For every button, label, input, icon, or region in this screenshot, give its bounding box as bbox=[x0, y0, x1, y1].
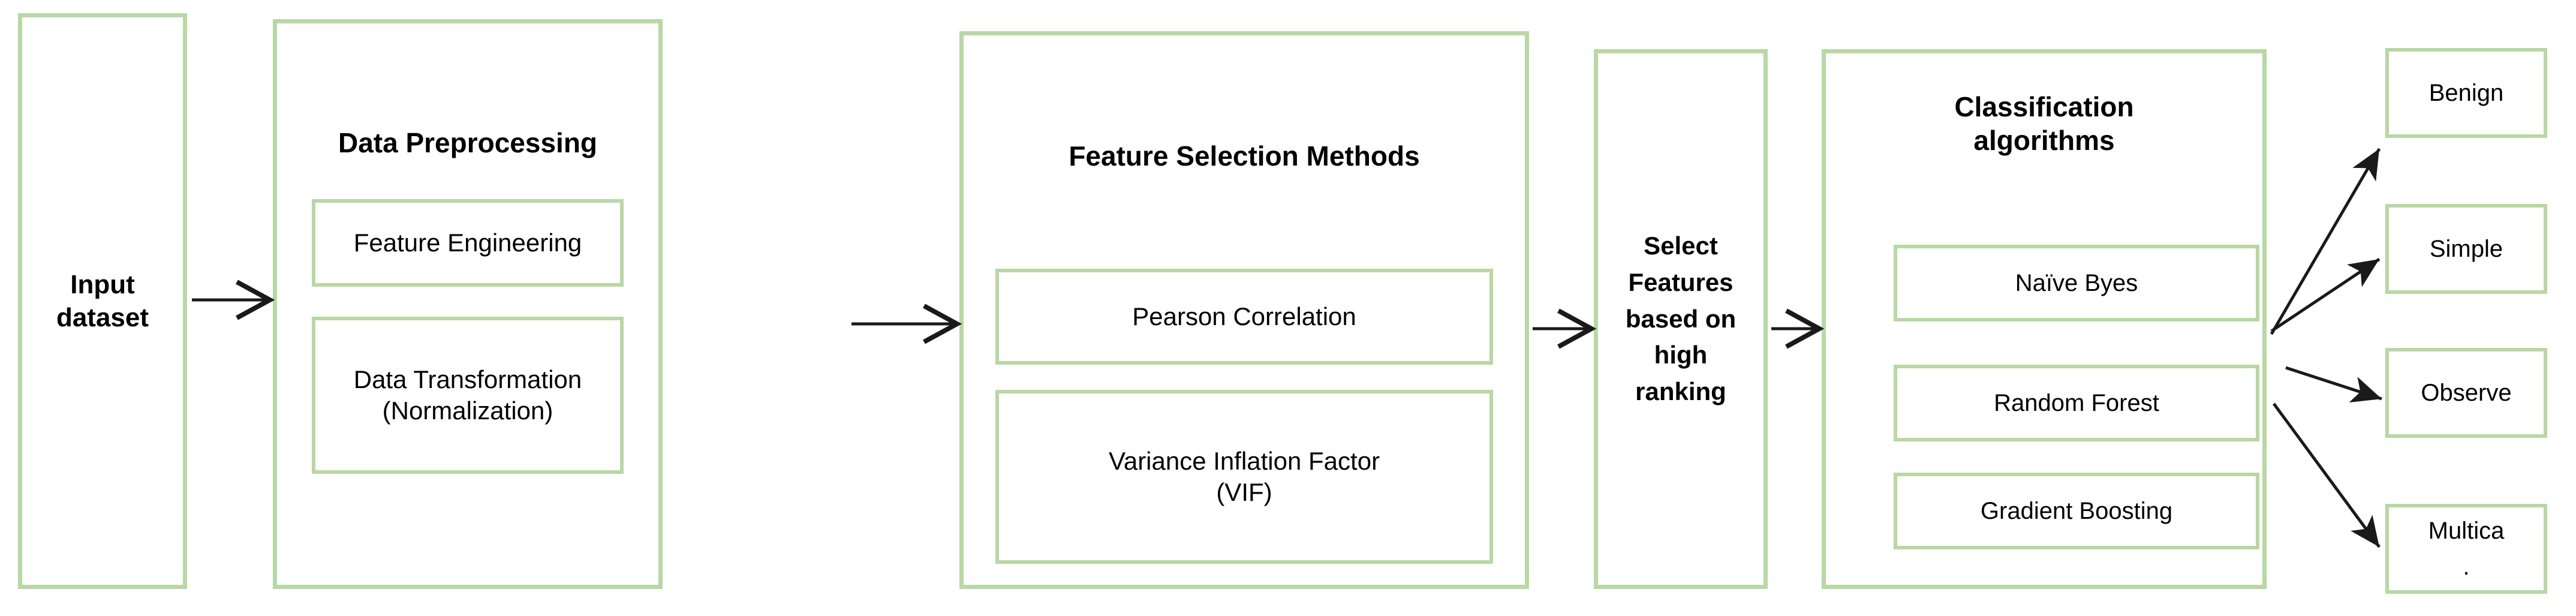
output-benign[interactable]: Benign bbox=[2385, 48, 2547, 138]
stage-input-dataset[interactable]: Input dataset bbox=[18, 13, 187, 589]
classification-algorithms-title: Classification algorithms bbox=[1954, 91, 2134, 157]
stage-data-preprocessing[interactable] bbox=[273, 19, 663, 589]
arrow-classification-to-multica bbox=[2272, 402, 2381, 548]
output-observe-label: Observe bbox=[2421, 380, 2512, 406]
gradient-boosting-label: Gradient Boosting bbox=[1980, 498, 2173, 524]
output-multica-label: Multica . bbox=[2428, 518, 2505, 580]
random-forest-label: Random Forest bbox=[1994, 390, 2159, 416]
output-simple-label: Simple bbox=[2429, 236, 2503, 262]
classification-item-random-forest[interactable]: Random Forest bbox=[1894, 365, 2259, 441]
pearson-correlation-label: Pearson Correlation bbox=[1132, 302, 1356, 330]
output-multica[interactable]: Multica . bbox=[2385, 504, 2547, 594]
arrow-classification-to-simple bbox=[2270, 257, 2381, 333]
stage-select-features[interactable]: Select Features based on high ranking bbox=[1594, 49, 1768, 589]
feature-selection-methods-title: Feature Selection Methods bbox=[1069, 140, 1420, 172]
output-simple[interactable]: Simple bbox=[2385, 204, 2547, 294]
classification-item-naive-byes[interactable]: Naïve Byes bbox=[1894, 245, 2259, 321]
feature-selection-item-vif[interactable]: Variance Inflation Factor (VIF) bbox=[995, 390, 1493, 564]
data-preprocessing-title: Data Preprocessing bbox=[338, 127, 598, 158]
data-transformation-label: Data Transformation (Normalization) bbox=[353, 365, 582, 425]
preprocessing-item-feature-engineering[interactable]: Feature Engineering bbox=[312, 199, 624, 287]
preprocessing-item-data-transformation[interactable]: Data Transformation (Normalization) bbox=[312, 317, 624, 474]
classification-item-gradient-boosting[interactable]: Gradient Boosting bbox=[1894, 473, 2259, 549]
output-benign-label: Benign bbox=[2428, 80, 2504, 106]
input-dataset-label: Input dataset bbox=[56, 270, 149, 332]
select-features-label: Select Features based on high ranking bbox=[1625, 231, 1737, 406]
vif-label: Variance Inflation Factor (VIF) bbox=[1108, 446, 1380, 507]
feature-selection-item-pearson-correlation[interactable]: Pearson Correlation bbox=[995, 269, 1493, 365]
arrow-classification-to-benign bbox=[2270, 148, 2381, 335]
naive-byes-label: Naïve Byes bbox=[2015, 270, 2138, 296]
feature-engineering-label: Feature Engineering bbox=[353, 228, 582, 257]
output-observe[interactable]: Observe bbox=[2385, 348, 2547, 438]
arrow-classification-to-observe bbox=[2285, 366, 2382, 402]
